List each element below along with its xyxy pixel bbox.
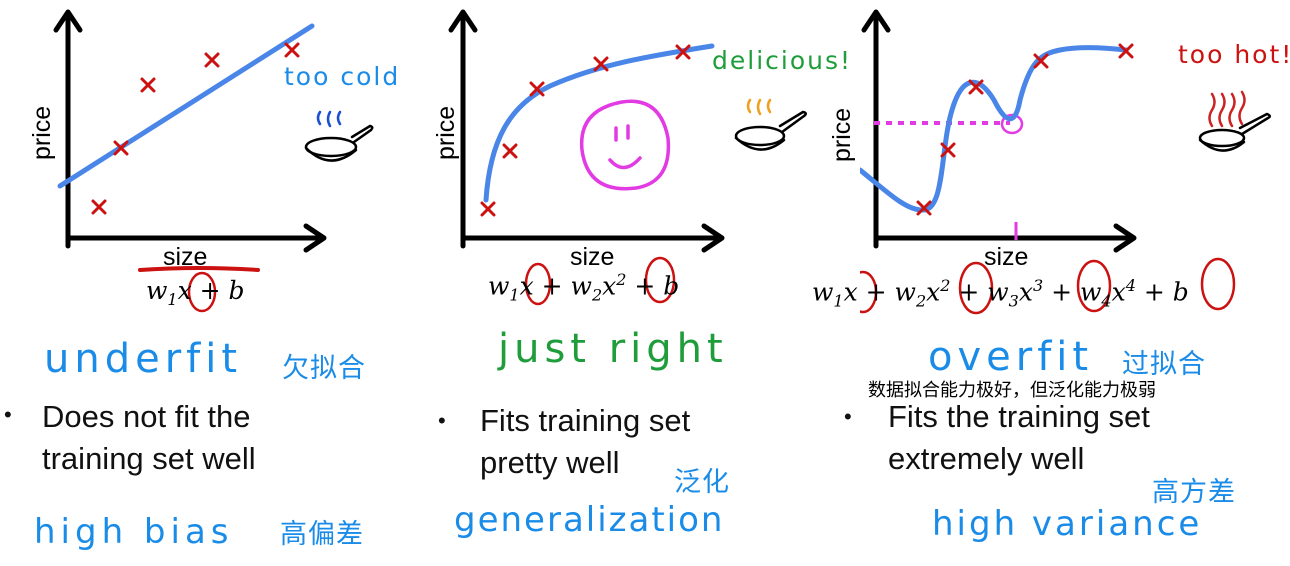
bullet-note-cn: 高方差 [1152,477,1236,507]
data-point [968,79,984,95]
data-point [284,42,300,58]
steam-icon [1208,90,1246,128]
bias-variance-tag: high bias [34,512,234,552]
data-point [140,77,156,93]
data-points [91,42,300,215]
bullet-text: Fits the training set extremely well [888,396,1150,480]
data-points [480,44,691,217]
data-point [529,81,545,97]
fit-line [57,23,315,189]
plot-underfit [53,9,374,313]
bullet-line: training set well [42,441,256,476]
temperature-label: delicious! [712,46,853,75]
x-axis-label: size [570,243,615,271]
data-point [1033,53,1049,69]
bullet-line: Does not fit the [42,399,251,434]
bullet-line: Fits the training set [888,399,1150,434]
data-point [91,199,107,215]
bullet-text: Does not fit the training set well [42,396,256,480]
circle-marks [524,256,676,306]
fit-curve [483,43,715,203]
formula-term: x [177,276,192,305]
circle-mark [524,262,552,306]
temperature-label: too hot! [1178,40,1290,69]
bullet-dot: • [4,402,12,427]
bullet-note-cn: 泛化 [674,467,730,497]
data-point [593,56,609,72]
x-axis-label: size [984,243,1029,271]
plot-just-right [448,9,807,306]
circle-mark [644,256,676,304]
data-point [916,200,932,216]
steam-icon [316,110,342,128]
data-point [1118,43,1134,59]
bullet-dot: • [844,404,852,429]
circle-mark [1076,259,1112,313]
formula-subscript: 1 [167,290,178,309]
steam-icon [746,98,772,116]
axes [53,9,327,253]
bullet-line: pretty well [480,445,620,480]
circle-mark [187,271,217,313]
bullet-line: extremely well [888,441,1085,476]
data-point [675,44,691,60]
pan-icon [1198,112,1271,152]
highlight-circle [1000,113,1024,135]
panel-overfit: price size w1x + w2x2 + w3x3 + w4x4 + b … [812,0,1290,566]
fit-title-cn: 过拟合 [1122,349,1206,379]
y-axis-label: price [28,105,56,160]
y-axis-label: price [828,107,856,162]
bullet-line: Fits training set [480,403,691,438]
bullet-text: Fits training set pretty well [480,400,690,484]
bias-variance-tag: high variance [932,504,1203,544]
fit-curve [860,45,1129,213]
fit-title: overfit [928,334,1094,380]
model-formula: w1x + b [146,276,245,309]
explanatory-note: 数据拟合能力极好，但泛化能力极弱 [868,380,1156,400]
data-point [502,143,518,159]
formula-term: w [146,276,168,305]
circle-marks [860,257,1236,315]
data-points [916,43,1134,216]
plot-overfit [860,9,1271,315]
pan-icon [734,110,807,151]
bullet-dot: • [438,408,446,433]
data-point [940,142,956,158]
bias-variance-tag: generalization [454,500,725,540]
pan-icon [304,124,374,162]
model-formula: w1x + w2x2 + b [488,270,680,305]
axes [861,9,1137,253]
data-point [480,201,496,217]
model-formula: w1x + w2x2 + w3x3 + w4x4 + b [812,276,1189,311]
panel-underfit: price size w1x + b too cold underfit 欠拟合… [0,0,430,566]
temperature-label: too cold [284,62,401,91]
data-point [113,140,129,156]
circle-mark [1200,257,1236,311]
bias-variance-tag-cn: 高偏差 [280,519,364,549]
formula-term: + b [199,276,245,305]
data-point [204,52,220,68]
y-axis-label: price [432,105,460,160]
fit-title: underfit [44,336,243,382]
circle-mark [958,261,994,315]
fit-title-cn: 欠拟合 [282,353,366,383]
axes [448,9,725,253]
circle-mark [860,270,878,314]
fit-title: just right [498,326,728,372]
x-axis-label: size [163,243,208,271]
smiley-icon [579,99,671,191]
panel-just-right: price size w1x + w2x2 + b delicious! jus… [430,0,860,566]
strike-mark [138,266,260,272]
